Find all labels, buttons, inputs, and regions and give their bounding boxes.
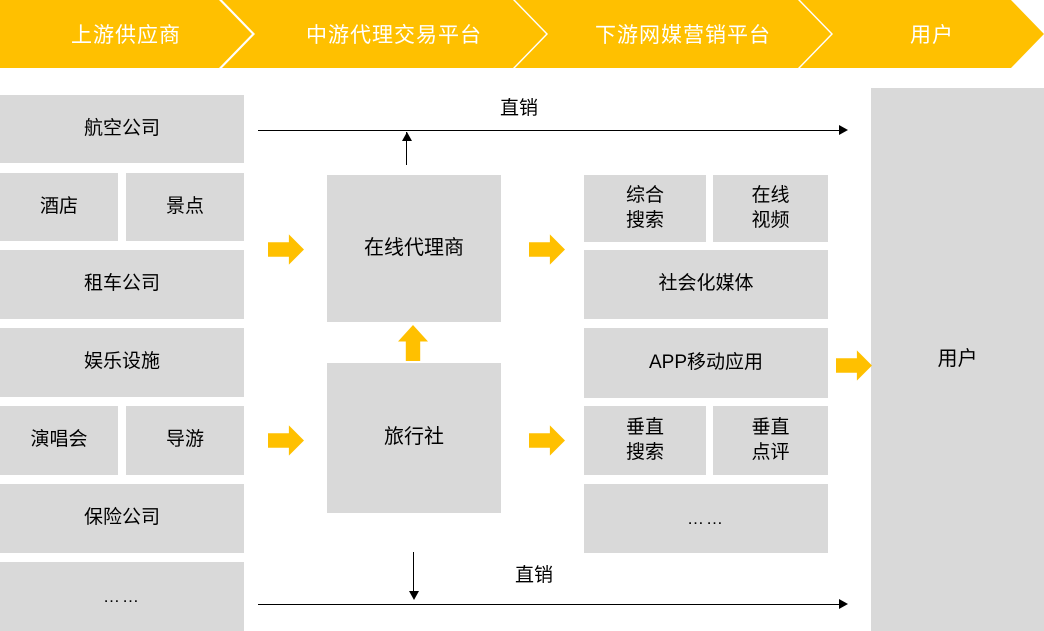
direct-sales-top-line (258, 130, 844, 131)
supplier-box-hotel[interactable]: 酒店 (0, 173, 118, 241)
media-box-social-media[interactable]: 社会化媒体 (584, 250, 828, 319)
supplier-box-tour-guide[interactable]: 导游 (126, 406, 244, 475)
arrow-supplier-to-travel-agency-icon (268, 425, 304, 456)
media-box-vertical-review[interactable]: 垂直 点评 (713, 406, 828, 475)
arrow-media-to-user-icon (836, 350, 872, 381)
supplier-box-entertainment[interactable]: 娱乐设施 (0, 328, 244, 397)
arrow-online-agency-to-media-icon (529, 234, 565, 265)
supplier-box-concert[interactable]: 演唱会 (0, 406, 118, 475)
supplier-box-car-rental[interactable]: 租车公司 (0, 250, 244, 319)
direct-sales-top-arrowhead-icon (839, 125, 848, 135)
travel-agency-to-direct-sales-line (413, 552, 414, 594)
media-box-ellipsis: …… (584, 484, 828, 553)
media-box-mobile-app[interactable]: APP移动应用 (584, 328, 828, 398)
banner-segment-midstream-agency-platform[interactable]: 中游代理交易平台 (222, 0, 546, 68)
media-box-vertical-search[interactable]: 垂直 搜索 (584, 406, 706, 475)
banner-segment-label: 上游供应商 (71, 24, 181, 47)
banner-segment-upstream-supplier[interactable]: 上游供应商 (0, 0, 252, 68)
banner-segment-label: 下游网媒营销平台 (595, 24, 771, 47)
arrow-travel-agency-to-online-agency-icon (398, 325, 428, 361)
media-box-general-search[interactable]: 综合 搜索 (584, 175, 706, 242)
online-agency-to-direct-sales-line (406, 132, 407, 165)
direct-sales-bottom-arrowhead-icon (839, 599, 848, 609)
supplier-box-airline[interactable]: 航空公司 (0, 95, 244, 163)
direct-sales-bottom-line (258, 604, 844, 605)
banner-segment-downstream-media-marketing-platform[interactable]: 下游网媒营销平台 (515, 0, 831, 68)
arrow-travel-agency-to-media-icon (529, 425, 565, 456)
banner-segment-label: 用户 (910, 24, 954, 47)
online-agency-to-direct-sales-arrowhead-icon (402, 132, 412, 141)
media-box-online-video[interactable]: 在线 视频 (713, 175, 828, 242)
value-chain-banner: 上游供应商 中游代理交易平台 下游网媒营销平台 用户 (0, 0, 1044, 68)
user-box[interactable]: 用户 (871, 88, 1044, 631)
direct-sales-bottom-label: 直销 (515, 565, 554, 586)
banner-segment-label: 中游代理交易平台 (306, 24, 482, 47)
banner-segment-user[interactable]: 用户 (800, 0, 1044, 68)
supplier-box-ellipsis: …… (0, 562, 244, 631)
online-travel-agency-box[interactable]: 在线代理商 (327, 175, 501, 322)
supplier-box-insurance[interactable]: 保险公司 (0, 484, 244, 553)
travel-agency-to-direct-sales-arrowhead-icon (409, 591, 419, 600)
travel-agency-box[interactable]: 旅行社 (327, 363, 501, 513)
arrow-supplier-to-online-agency-icon (268, 234, 304, 265)
direct-sales-top-label: 直销 (500, 98, 539, 119)
supplier-box-attraction[interactable]: 景点 (126, 173, 244, 241)
